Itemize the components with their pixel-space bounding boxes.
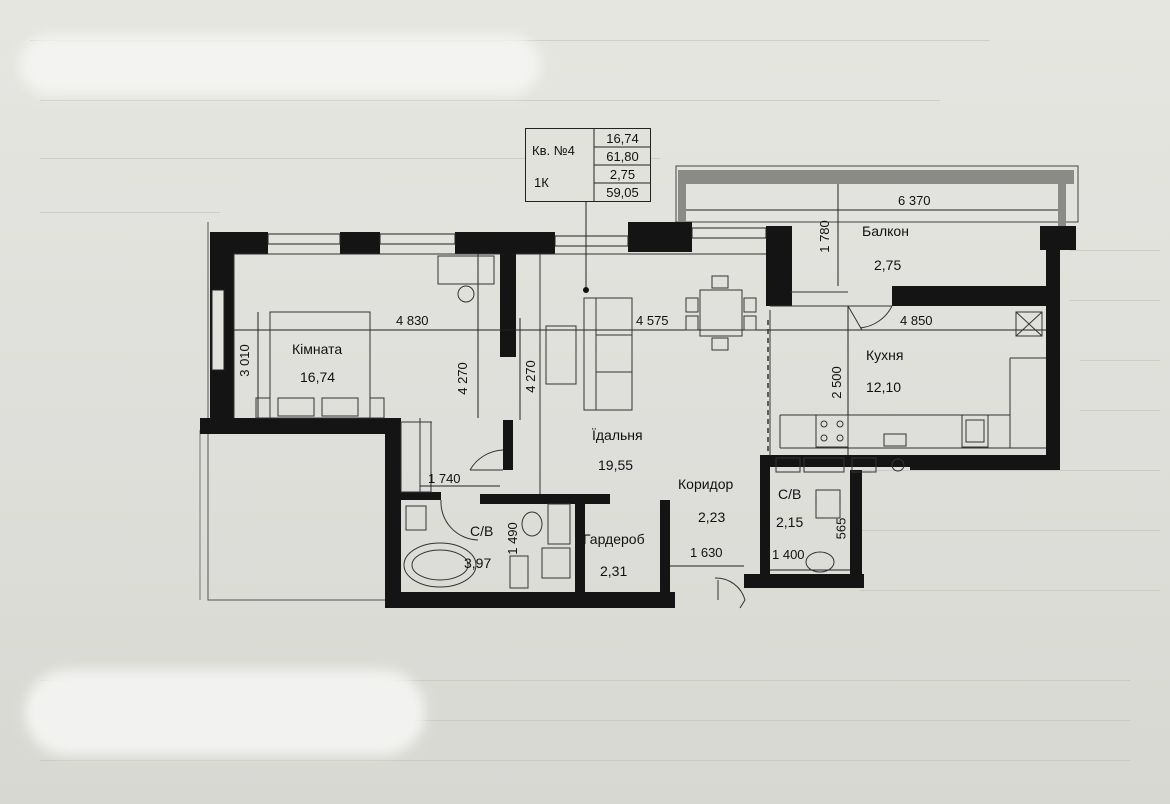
apartment-info-box: Кв. №4 1К 16,74 61,80 2,75 59,05 <box>525 128 651 202</box>
dim-4270-b: 4 270 <box>522 360 538 393</box>
room-area-balcony: 2,75 <box>874 257 902 273</box>
dim-1630: 1 630 <box>690 545 723 560</box>
redaction-blob-bottom <box>25 670 425 755</box>
room-area-bath-2: 2,15 <box>776 514 804 530</box>
info-value-3: 2,75 <box>609 167 636 182</box>
room-area-kimnata: 16,74 <box>300 369 336 385</box>
info-value-4: 59,05 <box>606 185 639 200</box>
dim-1780: 1 780 <box>816 220 832 253</box>
sofa <box>545 297 633 411</box>
dim-4575: 4 575 <box>636 313 669 328</box>
dim-1400: 1 400 <box>772 547 805 562</box>
room-area-kitchen: 12,10 <box>866 379 902 395</box>
info-box-grid <box>593 129 650 201</box>
apartment-number: Кв. №4 <box>532 143 575 158</box>
redaction-blob-top <box>20 35 540 95</box>
room-area-dining: 19,55 <box>598 457 634 473</box>
room-name-wardrobe: Гардероб <box>583 531 645 547</box>
info-value-1: 16,74 <box>606 131 639 146</box>
room-area-bath-1: 3,97 <box>464 555 492 571</box>
dim-4850: 4 850 <box>900 313 933 328</box>
windows <box>211 227 767 371</box>
room-area-wardrobe: 2,31 <box>600 563 628 579</box>
room-name-dining: Їдальня <box>592 427 643 443</box>
room-name-kitchen: Кухня <box>866 347 904 363</box>
room-name-kimnata: Кімната <box>292 341 343 357</box>
leader-point <box>583 287 589 293</box>
dim-1490: 1 490 <box>504 522 520 555</box>
door-swings <box>440 305 893 609</box>
dim-4270-a: 4 270 <box>454 362 470 395</box>
room-name-balcony: Балкон <box>862 223 909 239</box>
dim-3010: 3 010 <box>236 344 252 377</box>
info-value-2: 61,80 <box>606 149 639 164</box>
desk <box>437 255 495 303</box>
dim-6370: 6 370 <box>898 193 931 208</box>
room-name-corridor: Коридор <box>678 476 734 492</box>
bed <box>255 311 385 419</box>
dim-565: 565 <box>833 517 849 540</box>
room-name-bath-1: С/В <box>470 523 494 539</box>
apartment-type: 1К <box>534 175 549 190</box>
bathroom-fixtures <box>403 457 905 589</box>
room-area-corridor: 2,23 <box>698 509 726 525</box>
room-name-bath-2: С/В <box>778 486 802 502</box>
balcony-parapet <box>678 170 1074 226</box>
dim-2500: 2 500 <box>828 366 844 399</box>
walls <box>200 222 1076 608</box>
kitchen-appliances <box>815 311 1043 448</box>
dim-4830: 4 830 <box>396 313 429 328</box>
dimension-lines <box>234 150 1058 571</box>
dim-1740: 1 740 <box>428 471 461 486</box>
dining-table <box>685 275 757 351</box>
